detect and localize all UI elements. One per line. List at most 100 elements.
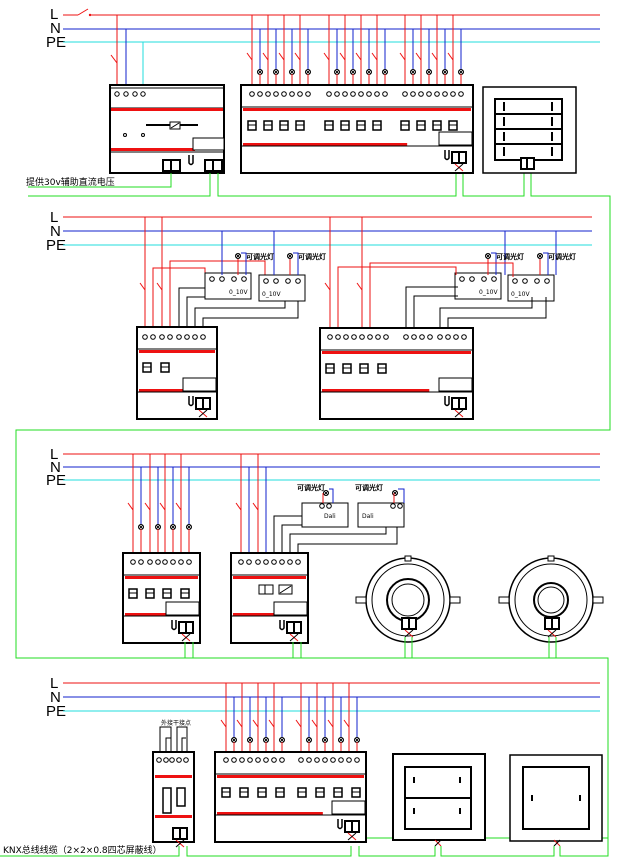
ps-label-window: [192, 137, 225, 151]
terminal: [426, 91, 432, 97]
switch-contact-icon: [339, 52, 346, 61]
lamp-icon: [279, 737, 285, 743]
row1-note: 提供30v辅助直流电压: [26, 176, 115, 188]
terminal: [305, 91, 311, 97]
red-band-top: [243, 108, 471, 111]
red-band-bottom: [125, 613, 178, 616]
terminal: [281, 91, 287, 97]
ballast-terminal-N: [522, 278, 528, 284]
lamp-neutral: [398, 488, 405, 503]
lamp-icon: [170, 524, 176, 530]
bus-black-core: [454, 409, 464, 418]
bus-connector: [286, 621, 302, 642]
terminal: [458, 91, 464, 97]
terminal: [383, 334, 389, 340]
contact-label: 外接干接点: [161, 719, 191, 727]
label-L: L: [50, 6, 58, 23]
terminal: [184, 334, 190, 340]
ballast-feed: [169, 260, 266, 328]
ps-terminals: [114, 91, 146, 97]
lamp-cross: [410, 69, 416, 75]
lamp-cross: [382, 69, 388, 75]
control-wire: [405, 286, 458, 330]
lamp-cross: [287, 253, 293, 259]
lamp-cross: [305, 69, 311, 75]
terminal: [170, 559, 176, 565]
switch-contact-icon: [127, 502, 134, 511]
ps-red-band: [111, 108, 223, 111]
prog-button-icon: [444, 150, 450, 161]
dali-gateway: [230, 552, 309, 644]
terminal: [178, 559, 184, 565]
lamp-icon: [322, 737, 328, 743]
bus-row1-c: [462, 173, 525, 197]
dali-ballast-slash: [279, 585, 292, 594]
terminal: [351, 334, 357, 340]
panel1-rocker: [522, 766, 590, 830]
terminal: [246, 559, 252, 565]
label-window: [165, 601, 200, 616]
lamp-neutral: [241, 252, 247, 275]
dimming-actuator-2ch: [136, 326, 218, 420]
bus-row1-a: [28, 173, 211, 197]
lamp-cross: [289, 69, 295, 75]
prog-button-icon: [444, 396, 450, 407]
detector-clip: [498, 596, 510, 604]
ballast-type-label: Dali: [324, 513, 336, 520]
red-band-top: [233, 576, 306, 579]
red-band-top: [217, 775, 364, 778]
red-band-bottom: [155, 815, 192, 818]
terminal: [382, 91, 388, 97]
switch-contact-icon: [220, 719, 227, 728]
ballast-terminal-out: [285, 278, 291, 284]
terminal: [314, 757, 320, 763]
push-button-panel-4: [482, 86, 577, 174]
terminal: [223, 757, 229, 763]
bus-connector: [451, 397, 467, 418]
terminal: [403, 334, 409, 340]
lamp-icon: [155, 524, 161, 530]
lamp-cross: [235, 253, 241, 259]
dimming-actuator-4ch: [319, 327, 474, 420]
red-band-bottom: [322, 389, 430, 392]
terminal: [257, 91, 263, 97]
bus-black-core: [347, 832, 357, 841]
switch-contact-icon: [431, 52, 438, 61]
bus-connector: [178, 621, 194, 642]
ballast-0-10v: 0_10V: [507, 274, 555, 302]
detector-inner-ring: [514, 563, 588, 637]
bus-black-core: [553, 839, 561, 847]
ballast-feed: [369, 262, 514, 330]
ps-housing: [109, 84, 225, 174]
detector-lens: [537, 586, 565, 614]
label-window: [182, 377, 217, 392]
prog-button-icon: [171, 620, 177, 631]
terminal: [263, 757, 269, 763]
lamp-icon: [323, 490, 329, 496]
terminal: [289, 91, 295, 97]
ballast-terminal: [319, 503, 325, 509]
presence-detector: [355, 555, 461, 643]
terminal: [359, 334, 365, 340]
switch-contact-icon: [311, 719, 318, 728]
main-switch: [77, 8, 89, 16]
terminal: [167, 334, 173, 340]
control-wire: [413, 295, 458, 330]
row4-note: KNX总线线缆（2×2×0.8四芯屏蔽线）: [3, 844, 162, 856]
red-band-bottom: [217, 812, 323, 815]
switch-actuator-12ch: [240, 15, 474, 174]
lamp-icon: [442, 69, 448, 75]
terminal: [445, 334, 451, 340]
terminal: [354, 757, 360, 763]
terminal: [138, 559, 144, 565]
terminal: [350, 91, 356, 97]
lamp-neutral: [329, 488, 334, 503]
label-L-2: L: [50, 209, 58, 226]
lamp-icon: [537, 253, 543, 259]
terminal: [298, 757, 304, 763]
contact-wire: [159, 726, 172, 758]
terminal: [249, 91, 255, 97]
bus-stub: [358, 846, 436, 857]
control-wire: [186, 296, 208, 328]
